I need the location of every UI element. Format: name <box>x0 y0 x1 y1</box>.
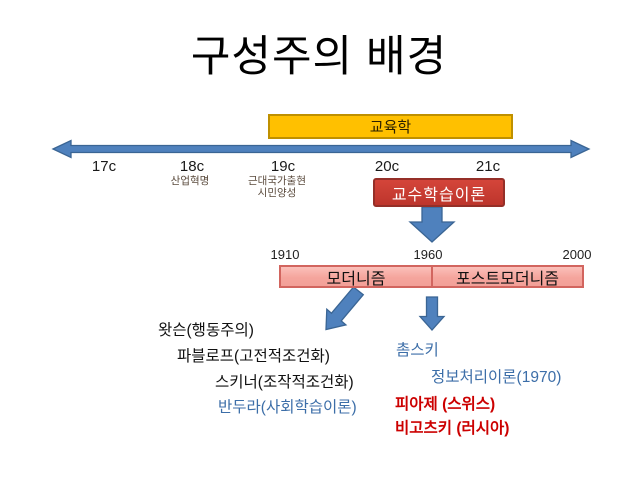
modernism-cell: 모더니즘 <box>281 267 433 288</box>
timeline-double-arrow-icon <box>51 139 591 159</box>
note-industrial-revolution: 산업혁명 <box>170 175 210 187</box>
pedagogy-box: 교육학 <box>268 114 513 139</box>
teaching-learning-theory-label: 교수학습이론 <box>391 186 487 204</box>
big-down-arrow-icon <box>408 206 456 243</box>
behaviorist-watson: 왓슨(행동주의) <box>158 322 254 339</box>
century-label-17c: 17c <box>91 158 117 175</box>
note-modern-state-line2: 시민양성 <box>257 186 297 199</box>
century-label-18c: 18c <box>179 158 205 175</box>
year-label-1910: 1910 <box>270 247 300 262</box>
postmodernism-cell: 포스트모더니즘 <box>455 270 560 288</box>
era-bar: 모더니즘 포스트모더니즘 <box>279 265 584 288</box>
behaviorist-pavlov: 파블로프(고전적조건화) <box>177 348 330 365</box>
century-label-20c: 20c <box>374 158 400 175</box>
cognitivist-chomsky: 촘스키 <box>396 342 439 359</box>
century-label-19c: 19c <box>270 158 296 175</box>
note-modern-state: 근대국가출현 시민양성 <box>237 175 317 199</box>
cognitivist-info-processing: 정보처리이론(1970) <box>431 369 562 386</box>
year-label-1960: 1960 <box>413 247 443 262</box>
teaching-learning-theory-box: 교수학습이론 <box>373 178 505 207</box>
small-down-arrow-icon <box>418 296 446 331</box>
cognitivist-piaget: 피아제 (스위스) <box>395 396 496 413</box>
slide-title: 구성주의 배경 <box>190 33 448 81</box>
note-modern-state-line1: 근대국가출현 <box>248 175 306 187</box>
pedagogy-box-label: 교육학 <box>369 119 412 136</box>
cognitivist-vygotsky: 비고츠키 (러시아) <box>395 420 510 437</box>
year-label-2000: 2000 <box>562 247 592 262</box>
behaviorist-skinner: 스키너(조작적조건화) <box>215 374 354 391</box>
diagonal-down-left-arrow-icon <box>325 286 365 331</box>
behaviorist-bandura: 반두라(사회학습이론) <box>218 399 357 416</box>
century-label-21c: 21c <box>475 158 501 175</box>
